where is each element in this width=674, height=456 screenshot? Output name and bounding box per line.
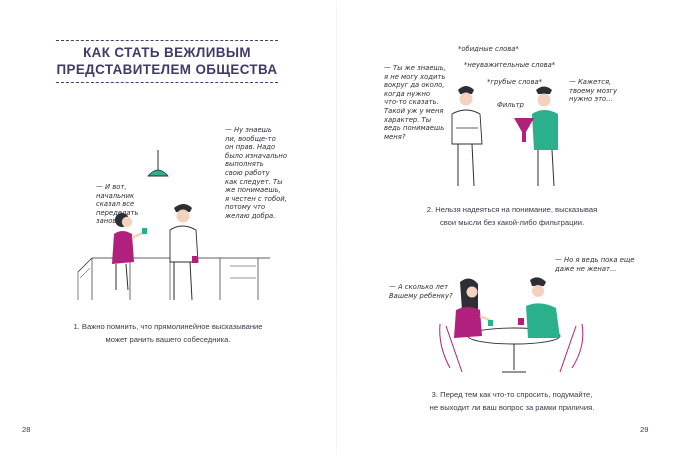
speech-woman-table: — А сколько лет Вашему ребенку?: [389, 283, 453, 300]
speech-man-table: — Но я ведь пока еще даже не женат...: [555, 256, 635, 273]
caption-3: 3. Перед тем как что-то спросить, подума…: [429, 390, 595, 412]
speech-man-right: — Кажется, твоему мозгу нужно это...: [569, 78, 618, 104]
title-dashed-rule-top: [56, 40, 278, 41]
speech-woman-office: — И вот, начальник сказал все переделать…: [96, 183, 139, 226]
caption-1: 1. Важно помнить, что прямолинейное выск…: [73, 322, 263, 344]
speech-man-office: — Ну знаешь ли, вообще-то он прав. Надо …: [225, 126, 287, 220]
tag-disrespectful-words: *неуважительные слова*: [464, 61, 556, 69]
page-number-left: 28: [22, 425, 31, 434]
title-dashed-rule-bottom: [56, 82, 278, 83]
page-title: КАК СТАТЬ ВЕЖЛИВЫМ ПРЕДСТАВИТЕЛЕМ ОБЩЕСТ…: [50, 44, 284, 78]
title-line-1: КАК СТАТЬ ВЕЖЛИВЫМ: [83, 45, 251, 60]
tag-rude-words: *грубые слова*: [487, 78, 543, 86]
title-line-2: ПРЕДСТАВИТЕЛЕМ ОБЩЕСТВА: [56, 62, 278, 77]
page-number-right: 29: [640, 425, 649, 434]
caption-2: 2. Нельзя надеяться на понимание, высказ…: [426, 205, 598, 227]
tag-offensive-words: *обидные слова*: [458, 45, 519, 53]
book-gutter: [336, 0, 337, 456]
office-illustration: [77, 150, 270, 301]
filter-label: Фильтр: [497, 101, 524, 109]
filter-illustration: [451, 86, 558, 187]
speech-man-left: — Ты же знаешь, я не могу ходить вокруг …: [384, 64, 446, 141]
cafe-illustration: [439, 277, 584, 373]
